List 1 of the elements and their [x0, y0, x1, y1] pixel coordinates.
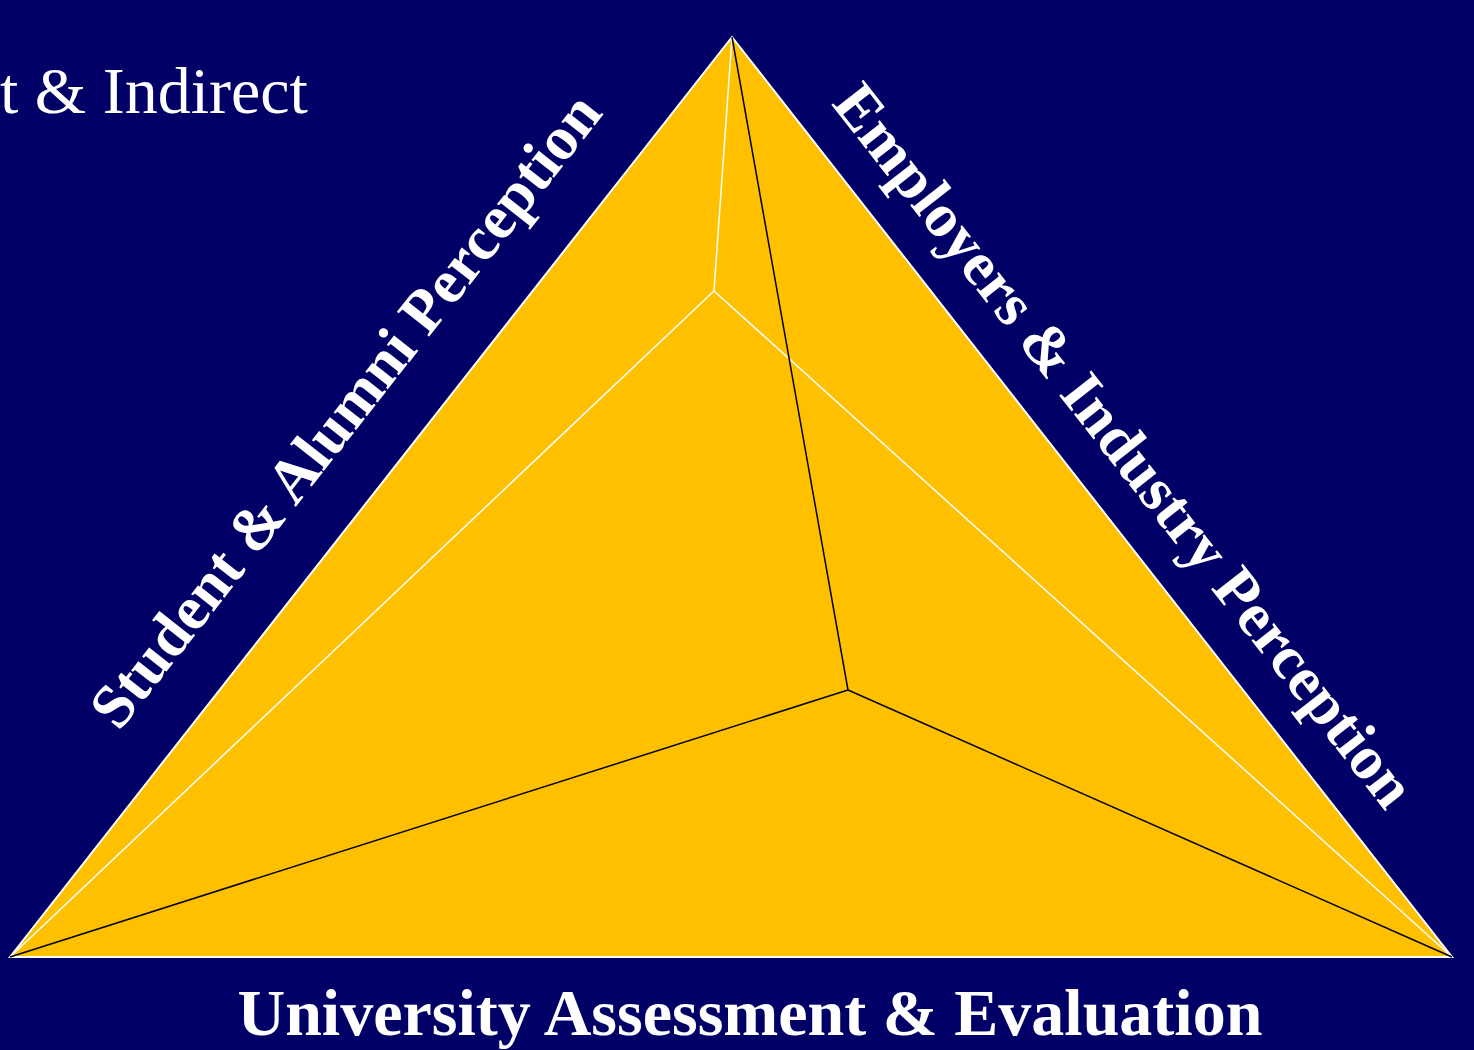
- heading-text: t & Indirect: [0, 58, 308, 124]
